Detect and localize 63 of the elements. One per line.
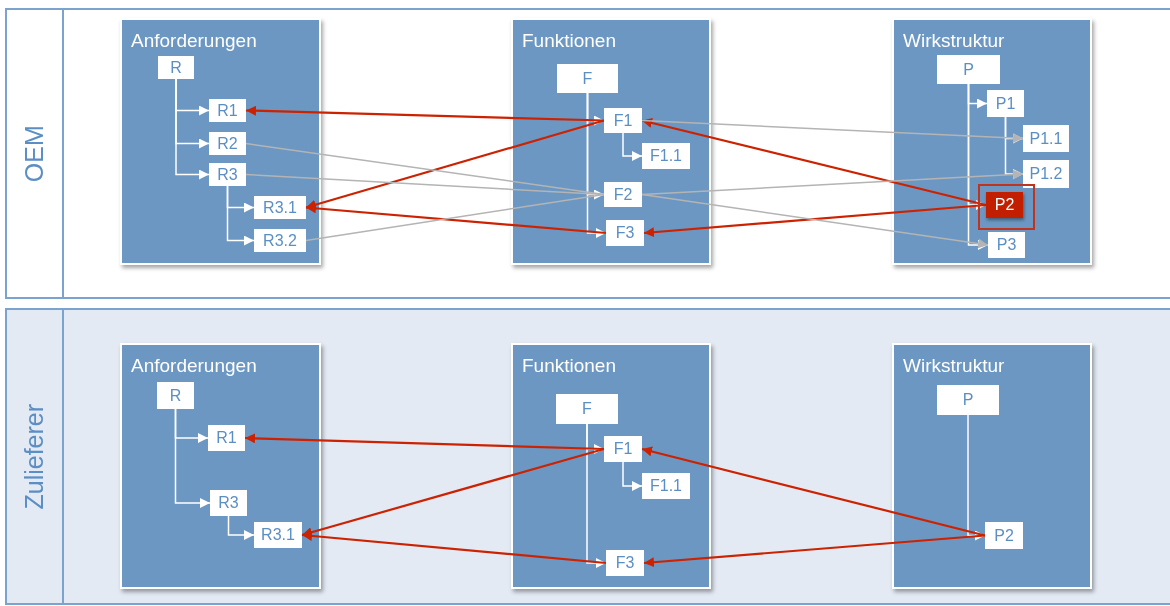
- element-box: R1: [209, 99, 246, 122]
- panel-title: Wirkstruktur: [903, 29, 1005, 53]
- element-box: R1: [208, 425, 245, 451]
- element-box: F1.1: [642, 473, 690, 499]
- connector-line: [245, 142, 605, 196]
- arrow: [305, 203, 607, 235]
- element-box: F1.1: [642, 143, 690, 169]
- panel-title: Wirkstruktur: [903, 354, 1005, 378]
- structure-panel: [120, 18, 321, 265]
- arrow: [622, 461, 643, 491]
- structure-panel: [892, 18, 1092, 265]
- panel-title: Anforderungen: [131, 354, 257, 378]
- lane-label: Zulieferer: [18, 403, 49, 510]
- arrow: [244, 433, 605, 451]
- element-box: P3: [988, 232, 1025, 258]
- element-box: F: [557, 64, 618, 93]
- arrow: [641, 119, 1024, 143]
- element-box: F1: [604, 436, 642, 462]
- arrow: [245, 105, 605, 122]
- arrow: [643, 203, 987, 238]
- element-box: P1: [987, 90, 1024, 117]
- arrow: [301, 530, 607, 565]
- element-box: R: [157, 382, 194, 409]
- arrow: [227, 515, 255, 540]
- structure-panel: [511, 18, 711, 265]
- element-box: R3: [209, 163, 246, 186]
- swimlane-band: [5, 8, 1170, 299]
- element-box: F3: [606, 220, 644, 246]
- structure-panel: [892, 343, 1092, 589]
- element-box: P2: [985, 522, 1023, 549]
- element-box: P1.2: [1023, 160, 1069, 188]
- arrow: [175, 78, 210, 180]
- lane-label: OEM: [18, 125, 49, 182]
- arrow: [226, 185, 255, 246]
- element-box: R: [158, 56, 194, 79]
- highlighted-element-box: P2: [986, 192, 1023, 218]
- element-box: R3: [210, 490, 247, 516]
- element-box: R3.2: [254, 229, 306, 252]
- element-box: R3.1: [254, 522, 302, 548]
- arrow: [174, 408, 211, 508]
- element-box: F3: [606, 550, 644, 576]
- element-box: P: [937, 55, 1000, 84]
- element-box: R3.1: [254, 196, 306, 219]
- structure-panel: [511, 343, 711, 589]
- panel-title: Funktionen: [522, 29, 616, 53]
- arrow: [305, 119, 605, 210]
- element-box: R2: [209, 132, 246, 155]
- structure-panel: [120, 343, 321, 589]
- arrow: [641, 193, 989, 249]
- arrow: [643, 534, 986, 568]
- highlight-frame: [978, 184, 1035, 230]
- arrow: [622, 132, 643, 161]
- arrow: [641, 446, 986, 537]
- connector-line: [305, 193, 605, 242]
- element-box: P: [937, 385, 999, 415]
- element-box: F2: [604, 182, 642, 207]
- element-box: F1: [604, 108, 642, 133]
- arrow: [641, 118, 987, 207]
- panel-title: Anforderungen: [131, 29, 257, 53]
- element-box: F: [556, 394, 618, 424]
- element-box: P1.1: [1023, 125, 1069, 152]
- panel-title: Funktionen: [522, 354, 616, 378]
- swimlane-band: [5, 308, 1170, 605]
